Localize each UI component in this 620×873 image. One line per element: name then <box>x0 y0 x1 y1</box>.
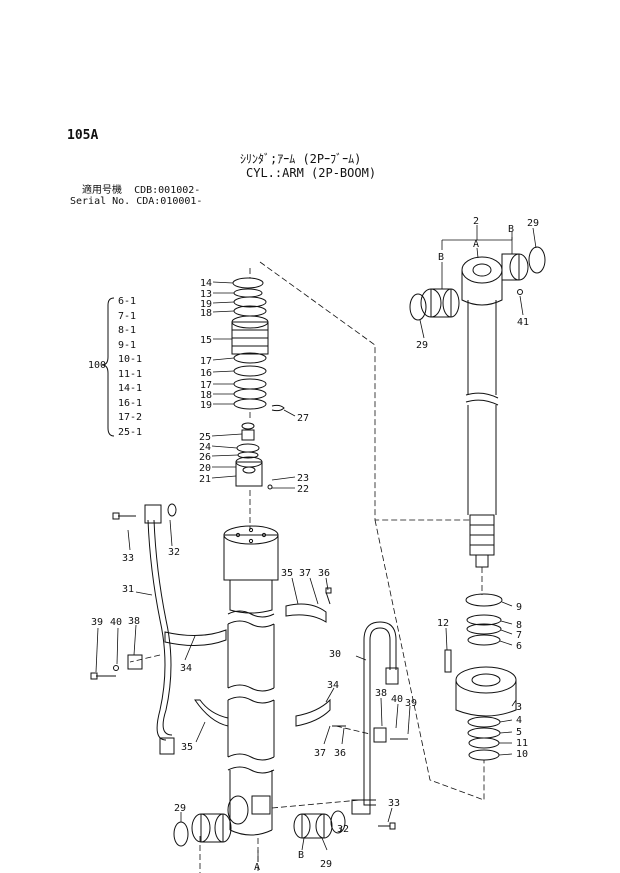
kit-item: 25-1 <box>118 426 143 438</box>
callout-7: 7 <box>516 630 522 641</box>
callout-14: 14 <box>200 278 212 289</box>
callout-10: 10 <box>516 749 528 760</box>
callout-16: 16 <box>200 368 212 379</box>
kit-item: 10-1 <box>118 354 143 365</box>
callout-32: 32 <box>168 547 180 558</box>
kit-item: 17-2 <box>118 412 143 423</box>
callout-33: 33 <box>388 798 400 809</box>
callout-B: B <box>438 252 444 263</box>
callout-5: 5 <box>516 727 522 738</box>
callout-40: 40 <box>391 694 403 705</box>
callout-34: 34 <box>327 680 339 691</box>
callout-20: 20 <box>199 463 211 474</box>
callout-6: 6 <box>516 641 522 652</box>
callout-18: 18 <box>200 390 212 401</box>
callout-19: 19 <box>200 299 212 310</box>
kit-item: 6-1 <box>118 296 137 307</box>
callout-13: 13 <box>200 289 212 300</box>
callout-39: 39 <box>405 698 417 709</box>
callout-40: 40 <box>110 617 122 628</box>
callout-9: 9 <box>516 602 522 613</box>
kit-item: 8-1 <box>118 325 137 336</box>
leader-lines <box>95 225 537 862</box>
callout-26: 26 <box>199 452 211 463</box>
callout-38: 38 <box>128 616 140 627</box>
bottom-bushings <box>173 810 346 847</box>
callout-24: 24 <box>199 442 211 453</box>
callout-39: 39 <box>91 617 103 628</box>
callout-41: 41 <box>517 317 529 328</box>
seal-kit-list: 6-1 7-1 8-1 9-1 10-1 11-1 14-1 16-1 17-2… <box>118 295 142 440</box>
callout-8: 8 <box>516 620 522 631</box>
callout-37: 37 <box>314 748 326 759</box>
callout-33: 33 <box>122 553 134 564</box>
assembly-guide-lines <box>129 261 485 873</box>
callout-34: 34 <box>180 663 192 674</box>
callout-30: 30 <box>329 649 341 660</box>
piston-assembly <box>444 593 517 761</box>
callout-3: 3 <box>516 702 522 713</box>
callout-22: 22 <box>297 484 309 495</box>
callout-B: B <box>298 850 304 861</box>
title-english: CYL.:ARM (2P-BOOM) <box>246 166 377 180</box>
callout-31: 31 <box>122 584 134 595</box>
kit-brace <box>101 297 115 437</box>
callout-11: 11 <box>516 738 528 749</box>
callout-B: B <box>508 224 514 235</box>
bolts <box>90 512 408 830</box>
callout-29: 29 <box>416 340 428 351</box>
callout-4: 4 <box>516 715 522 726</box>
callout-15: 15 <box>200 335 212 346</box>
serial-line-en: Serial No. CDA:010001- <box>70 196 203 207</box>
callout-25: 25 <box>199 432 211 443</box>
page-number: 105A <box>67 128 99 143</box>
kit-item: 9-1 <box>118 339 137 351</box>
callout-19: 19 <box>200 400 212 411</box>
callout-27: 27 <box>297 413 309 424</box>
rod-end-bushings <box>409 246 546 321</box>
callout-36: 36 <box>334 748 346 759</box>
callout-38: 38 <box>375 688 387 699</box>
kit-item: 11-1 <box>118 368 143 380</box>
callout-21: 21 <box>199 474 211 485</box>
seal-kit-number: 100 <box>88 360 107 371</box>
callout-29: 29 <box>174 803 186 814</box>
callout-23: 23 <box>297 473 309 484</box>
callout-labels: 14 13 19 18 15 17 16 17 18 19 27 25 24 2… <box>91 216 539 873</box>
callout-32: 32 <box>337 824 349 835</box>
seal-stack <box>231 277 285 490</box>
kit-item: 16-1 <box>118 397 143 409</box>
piston-rod <box>461 256 523 568</box>
callout-29: 29 <box>320 859 332 870</box>
callout-A: A <box>254 862 260 873</box>
callout-17: 17 <box>200 380 212 391</box>
pipes-and-clamps <box>127 503 399 815</box>
callout-12: 12 <box>437 618 449 629</box>
kit-item: 14-1 <box>118 383 143 394</box>
callout-36: 36 <box>318 568 330 579</box>
cylinder-tube <box>223 525 279 836</box>
kit-item: 7-1 <box>118 310 137 322</box>
callout-17: 17 <box>200 356 212 367</box>
callout-18: 18 <box>200 308 212 319</box>
title-japanese: ｼﾘﾝﾀﾞ;ｱｰﾑ (2Pｰﾌﾞｰﾑ) <box>240 152 362 166</box>
callout-35: 35 <box>181 742 193 753</box>
callout-A: A <box>473 239 479 250</box>
callout-37: 37 <box>299 568 311 579</box>
serial-number-block: 適用号機 CDB:001002- Serial No. CDA:010001- <box>70 185 202 207</box>
callout-29: 29 <box>527 218 539 229</box>
serial-line-jp: 適用号機 CDB:001002- <box>70 185 201 196</box>
callout-35: 35 <box>281 568 293 579</box>
callout-2: 2 <box>473 216 479 227</box>
